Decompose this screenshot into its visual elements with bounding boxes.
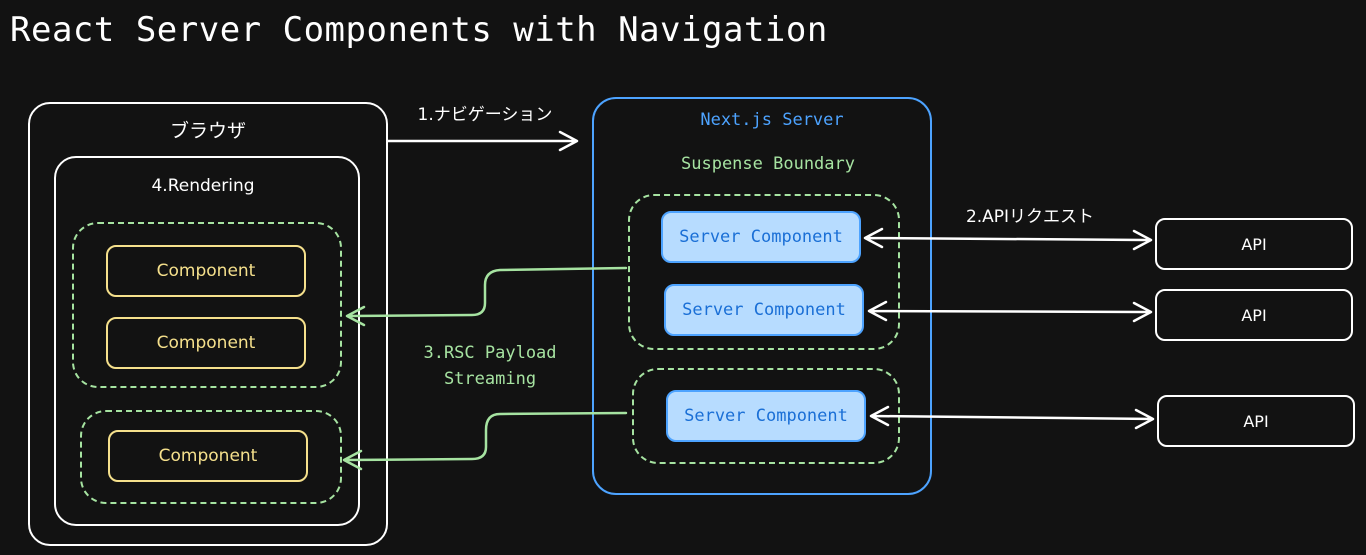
browser-container — [28, 102, 388, 546]
step-api-request-label: 2.APIリクエスト — [965, 207, 1095, 227]
browser-suspense-group-1 — [72, 222, 342, 388]
api-box-2: API — [1155, 289, 1353, 341]
browser-suspense-group-2 — [80, 410, 342, 504]
server-component-2: Server Component — [664, 284, 864, 336]
step-payload-label-line1: 3.RSC Payload — [423, 343, 557, 363]
navigation-arrow — [386, 130, 579, 152]
step-navigation-label: 1.ナビゲーション — [417, 105, 553, 125]
rendering-container — [54, 156, 360, 526]
payload-arrow-2 — [342, 411, 628, 471]
api-box-1: API — [1155, 218, 1353, 270]
api-arrow-1 — [863, 227, 1153, 251]
nextjs-server-label: Next.js Server — [700, 110, 844, 130]
browser-component-2: Component — [106, 317, 306, 369]
api-box-3: API — [1157, 395, 1355, 447]
api-arrow-2 — [867, 300, 1153, 323]
payload-arrow-1 — [345, 266, 628, 327]
server-suspense-group-1 — [628, 194, 900, 350]
suspense-boundary-label: Suspense Boundary — [681, 154, 855, 174]
browser-component-1: Component — [106, 245, 306, 297]
server-component-3: Server Component — [666, 390, 866, 442]
api-arrow-3 — [869, 405, 1155, 430]
nextjs-server-container — [592, 97, 932, 495]
diagram-title: React Server Components with Navigation — [10, 10, 828, 50]
step-payload-label-line2: Streaming — [443, 369, 537, 389]
rendering-label: 4.Rendering — [151, 176, 255, 196]
browser-component-3: Component — [108, 430, 308, 482]
server-component-1: Server Component — [661, 211, 861, 263]
browser-label: ブラウザ — [169, 120, 247, 142]
